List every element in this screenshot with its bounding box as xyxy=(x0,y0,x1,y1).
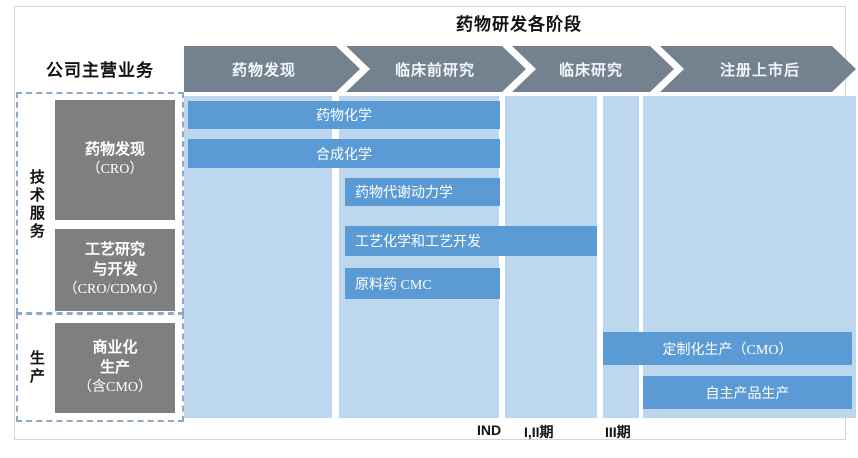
left-column-title: 公司主营业务 xyxy=(46,60,154,80)
stage-label-discovery[interactable]: 药物发现 xyxy=(231,62,296,79)
axis-label-ind: IND xyxy=(477,422,502,438)
activity-bar-process-chemistry-development[interactable]: 工艺化学和工艺开发 xyxy=(345,226,597,256)
business-box-process-rnd-line2: 与开发 xyxy=(92,261,138,278)
group-label-production: 生产 xyxy=(22,335,48,401)
group-label-tech-services-text: 技术服务 xyxy=(27,169,44,241)
business-box-commercial-manufacturing-sub: （含CMO） xyxy=(78,379,152,395)
group-label-production-text: 生产 xyxy=(27,350,44,386)
stage-arrow-band: 药物发现 临床前研究 临床研究 注册上市后 xyxy=(184,46,856,92)
axis-label-phase-i-ii: I,II期 xyxy=(524,424,554,440)
business-box-commercial-manufacturing-line1: 商业化 xyxy=(92,339,138,356)
activity-bar-medicinal-chemistry[interactable]: 药物化学 xyxy=(188,101,500,129)
stage-column-clinical-iii xyxy=(603,96,639,418)
business-box-drug-discovery-line1: 药物发现 xyxy=(84,141,145,158)
business-box-process-rnd-sub: （CRO/CDMO） xyxy=(63,281,167,297)
stage-label-preclinical[interactable]: 临床前研究 xyxy=(394,62,475,79)
stage-labels: 药物发现 临床前研究 临床研究 注册上市后 xyxy=(184,46,856,92)
stage-label-clinical[interactable]: 临床研究 xyxy=(558,62,623,79)
plot-area: 药物化学 合成化学 药物代谢动力学 工艺化学和工艺开发 原料药 CMC 定制化生… xyxy=(184,96,856,418)
business-box-commercial-manufacturing[interactable]: 商业化 生产 （含CMO） xyxy=(55,323,175,413)
business-box-process-rnd[interactable]: 工艺研究 与开发 （CRO/CDMO） xyxy=(55,229,175,311)
business-box-process-rnd-line1: 工艺研究 xyxy=(84,241,145,258)
stage-column-postmarket xyxy=(643,96,856,418)
activity-bar-own-product-manufacturing[interactable]: 自主产品生产 xyxy=(643,376,852,409)
axis-label-phase-iii: III期 xyxy=(605,424,631,440)
activity-bar-api-cmc[interactable]: 原料药 CMC xyxy=(345,268,500,299)
business-box-commercial-manufacturing-line2: 生产 xyxy=(99,359,130,376)
activity-bar-custom-manufacturing-cmo[interactable]: 定制化生产（CMO） xyxy=(603,332,852,365)
activity-bar-synthetic-chemistry[interactable]: 合成化学 xyxy=(188,139,500,168)
group-label-tech-services: 技术服务 xyxy=(22,130,48,280)
business-box-drug-discovery[interactable]: 药物发现 （CRO） xyxy=(55,100,175,220)
business-box-drug-discovery-sub: （CRO） xyxy=(86,161,144,177)
page-title: 药物研发各阶段 xyxy=(456,14,582,34)
stage-column-clinical-i-ii xyxy=(505,96,597,418)
activity-bar-dmpk[interactable]: 药物代谢动力学 xyxy=(345,178,500,206)
stage-label-postmarket[interactable]: 注册上市后 xyxy=(719,62,800,79)
stage-arrow-shape xyxy=(184,46,856,92)
